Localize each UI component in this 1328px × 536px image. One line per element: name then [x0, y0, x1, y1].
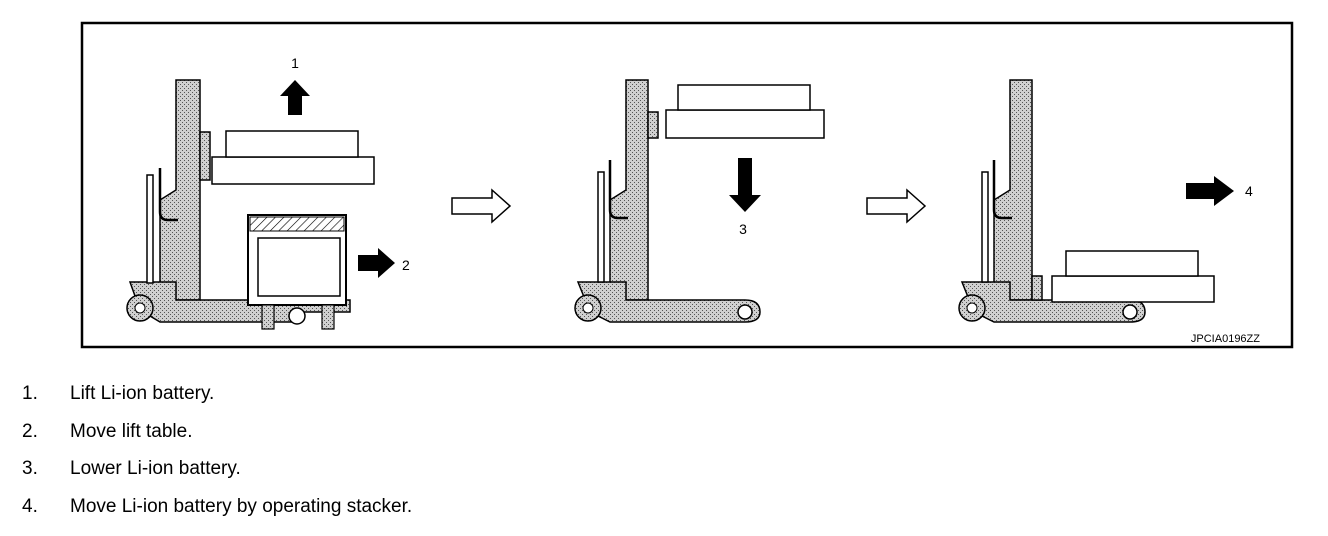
- panel-1-battery: [211, 130, 375, 185]
- panel-2-battery: [665, 84, 825, 139]
- step-number: 3.: [22, 458, 38, 479]
- panel-1-lift-table: [247, 214, 347, 330]
- step-number: 1.: [22, 383, 38, 404]
- callout-2: 2: [402, 257, 410, 273]
- step-text: Move lift table.: [70, 420, 193, 442]
- step-number: 2.: [22, 420, 38, 442]
- step-number: 4.: [22, 495, 38, 517]
- transition-arrow-icon: [451, 188, 512, 224]
- step-text: Lower Li-ion battery.: [70, 458, 241, 479]
- panel-2-stacker: [574, 79, 761, 323]
- arrow-right-icon: [1186, 176, 1234, 206]
- step-text: Lift Li-ion battery.: [70, 383, 215, 404]
- figure-code: JPCIA0196ZZ: [1191, 333, 1260, 345]
- transition-arrow-icon: [866, 188, 927, 224]
- step-text: Move Li-ion battery by operating stacker…: [70, 495, 413, 517]
- callout-3: 3: [739, 221, 747, 237]
- callout-4: 4: [1245, 183, 1253, 199]
- arrow-right-icon: [358, 248, 395, 278]
- arrow-up-icon: [280, 80, 310, 115]
- panel-1-stacker: [126, 79, 351, 325]
- battery-stacker-diagram: 1 2 3 4 JPCIA0196ZZ: [80, 21, 1294, 349]
- callout-1: 1: [291, 55, 299, 71]
- arrow-down-icon: [729, 158, 761, 212]
- panel-3-battery: [1051, 250, 1215, 303]
